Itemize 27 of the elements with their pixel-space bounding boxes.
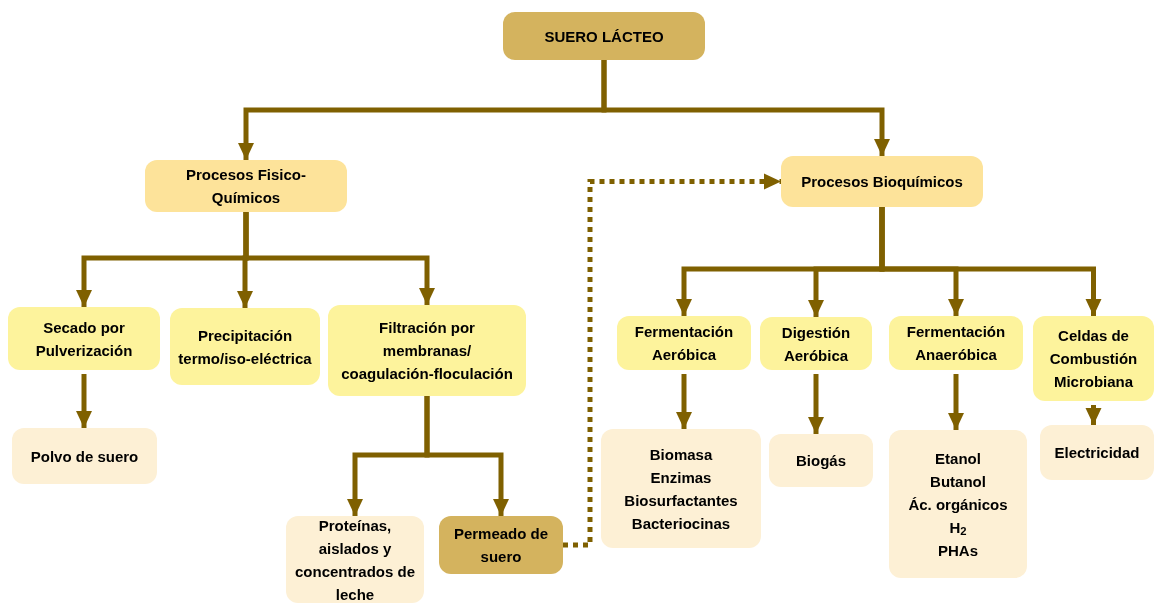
method-box: Fermentación Aeróbica xyxy=(617,316,751,370)
arrow xyxy=(243,212,435,305)
method-box: Digestión Aeróbica xyxy=(760,317,872,370)
arrow xyxy=(879,207,1102,316)
process-box: Procesos Bioquímicos xyxy=(781,156,983,207)
source-box: SUERO LÁCTEO xyxy=(503,12,705,60)
method-box: Fermentación Anaeróbica xyxy=(889,316,1023,370)
product-box: Electricidad xyxy=(1040,425,1154,480)
product-box: Biogás xyxy=(769,434,873,487)
method-box: Secado por Pulverización xyxy=(8,307,160,370)
arrow xyxy=(424,396,509,516)
arrow xyxy=(1085,405,1102,425)
method-box: Celdas de Combustión Microbiana xyxy=(1033,316,1154,401)
arrow xyxy=(563,173,781,548)
arrow xyxy=(601,60,890,156)
method-box: Filtración por membranas/ coagulación-floculación xyxy=(328,305,526,396)
arrow xyxy=(948,374,964,430)
process-box: Procesos Fisico-Químicos xyxy=(145,160,347,212)
product-box: Biomasa Enzimas Biosurfactantes Bacteriocinas xyxy=(601,429,761,548)
arrow xyxy=(76,374,92,428)
product-box: Permeado de suero xyxy=(439,516,563,574)
product-box: Polvo de suero xyxy=(12,428,157,484)
product-box: Etanol Butanol Ác. orgánicos H$_{2}$ PHAs xyxy=(889,430,1027,578)
arrow xyxy=(808,374,824,434)
product-box: Proteínas, aislados y concentrados de leche xyxy=(286,516,424,603)
method-box: Precipitación termo/iso-eléctrica xyxy=(170,308,320,385)
arrow xyxy=(676,374,692,429)
